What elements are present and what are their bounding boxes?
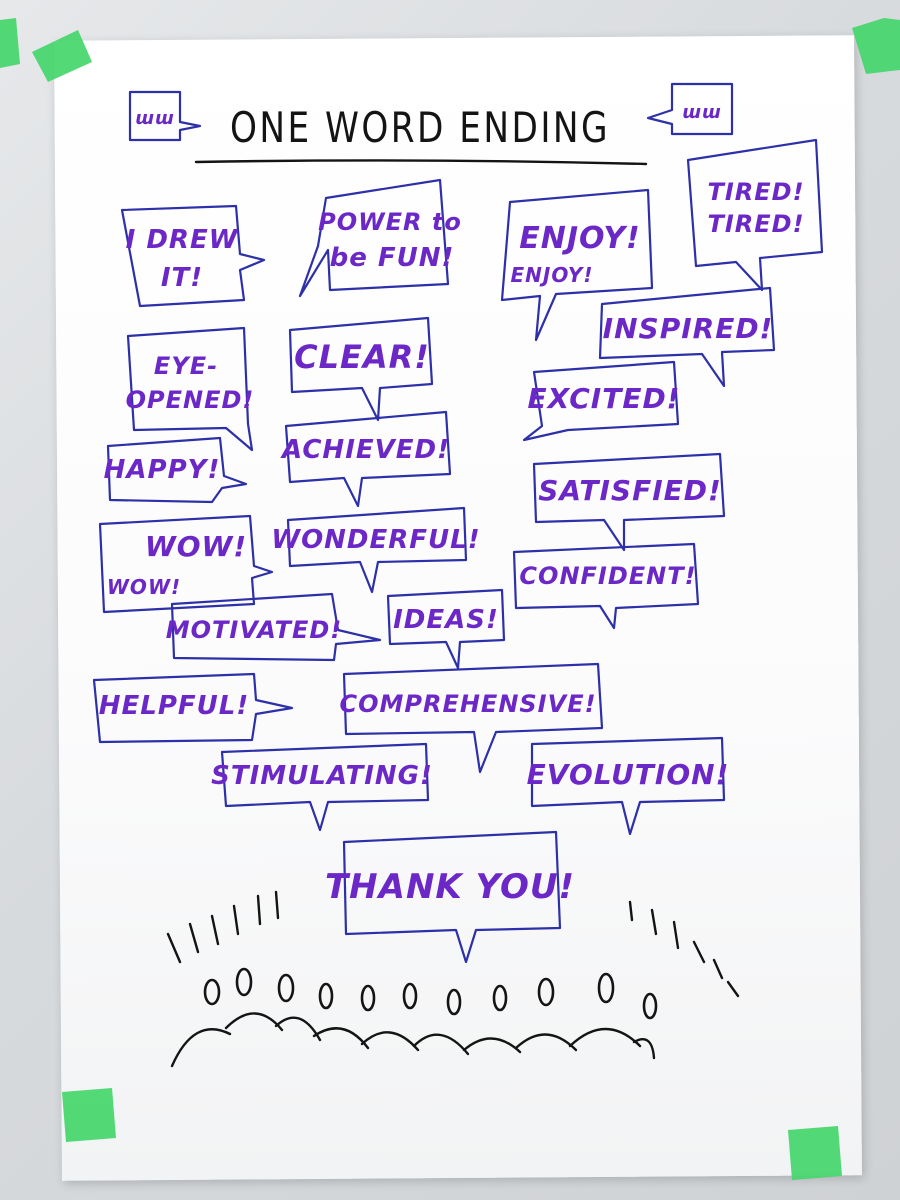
speech-bubble-outline bbox=[522, 360, 680, 442]
bubble-happy: HAPPY! bbox=[104, 436, 248, 504]
bubble-satisfied: SATISFIED! bbox=[532, 452, 726, 552]
tape-top-left-edge bbox=[0, 18, 20, 68]
cheer-marks-icon bbox=[166, 890, 740, 998]
speech-bubble-outline bbox=[92, 672, 294, 744]
speech-bubble-outline bbox=[686, 138, 824, 292]
response-word: THANK YOU! bbox=[325, 867, 575, 907]
response-word: EVOLUTION! bbox=[527, 758, 730, 791]
speech-bubble-outline bbox=[98, 514, 274, 614]
bubble-achieved: ACHIEVED! bbox=[280, 410, 452, 508]
bubble-eye-opened: EYE- OPENED! bbox=[126, 326, 255, 452]
speech-bubble-outline bbox=[500, 188, 654, 342]
page-title: ONE WORD ENDING bbox=[230, 103, 610, 152]
bubble-evolution: EVOLUTION! bbox=[527, 736, 730, 836]
bubble-power: POWER to be FUN! bbox=[298, 178, 462, 298]
response-word: TIRED! bbox=[707, 178, 804, 206]
speech-bubble-outline bbox=[106, 436, 248, 504]
bubble-confident: CONFIDENT! bbox=[512, 542, 700, 630]
response-word: INSPIRED! bbox=[603, 312, 774, 345]
bubble-wonderful: WONDERFUL! bbox=[271, 506, 480, 594]
audience-crowd-icon bbox=[170, 967, 658, 1068]
tape-pieces bbox=[0, 18, 900, 1180]
speech-bubble-outline bbox=[120, 204, 266, 308]
response-word: IDEAS! bbox=[393, 605, 499, 635]
bubble-inspired: INSPIRED! bbox=[598, 286, 776, 388]
bubble-comprehensive: COMPREHENSIVE! bbox=[339, 662, 604, 774]
response-word: WOW! bbox=[145, 530, 247, 563]
response-word: CONFIDENT! bbox=[519, 562, 696, 590]
response-word: HAPPY! bbox=[104, 455, 221, 485]
bubble-wow: WOW! WOW! bbox=[98, 514, 274, 614]
response-word: be FUN! bbox=[330, 243, 455, 273]
response-word: CLEAR! bbox=[294, 338, 430, 376]
response-word: POWER to bbox=[318, 208, 462, 236]
response-word: IT! bbox=[161, 263, 203, 293]
bubble-thank-you: THANK YOU! bbox=[325, 830, 575, 964]
speech-bubble-outline bbox=[220, 742, 430, 832]
tape-bottom-right bbox=[788, 1126, 842, 1180]
bubble-excited: EXCITED! bbox=[522, 360, 681, 442]
tape-top-right bbox=[852, 18, 900, 74]
speech-bubble-outline bbox=[288, 316, 434, 422]
speech-bubble-outline bbox=[342, 662, 604, 774]
response-word: ENJOY! bbox=[511, 263, 594, 287]
speech-bubble-outline bbox=[286, 506, 468, 594]
speech-bubble-icon bbox=[646, 82, 734, 136]
response-word: HELPFUL! bbox=[99, 691, 249, 721]
bubble-i-drew-it: I DREW IT! bbox=[120, 204, 266, 308]
tape-bottom-left bbox=[62, 1088, 116, 1142]
response-word: TIRED! bbox=[707, 210, 804, 238]
tape-top-left bbox=[32, 30, 92, 82]
bubble-helpful: HELPFUL! bbox=[92, 672, 294, 744]
bubble-ideas: IDEAS! bbox=[386, 588, 506, 670]
speech-bubble-outline bbox=[342, 830, 562, 964]
speech-bubble-icon-mark-right: ɯɯ bbox=[682, 102, 722, 123]
speech-bubble-outline bbox=[512, 542, 700, 630]
bubble-enjoy: ENJOY! ENJOY! bbox=[500, 188, 654, 342]
speech-bubble-outline bbox=[386, 588, 506, 670]
response-word: WOW! bbox=[107, 575, 181, 599]
speech-bubble-outline bbox=[170, 592, 382, 662]
speech-bubble-icon-mark-left: ɯɯ bbox=[135, 108, 175, 129]
response-word: SATISFIED! bbox=[538, 474, 722, 507]
response-word: I DREW bbox=[126, 225, 239, 255]
bubble-tired: TIRED! TIRED! bbox=[686, 138, 824, 292]
speech-bubble-outline bbox=[284, 410, 452, 508]
response-word: STIMULATING! bbox=[211, 761, 433, 791]
response-word: ENJOY! bbox=[519, 221, 641, 256]
speech-bubble-outline bbox=[532, 452, 726, 552]
response-word: WONDERFUL! bbox=[271, 525, 480, 555]
response-word: MOTIVATED! bbox=[166, 616, 342, 644]
bubble-stimulating: STIMULATING! bbox=[211, 742, 433, 832]
response-word: OPENED! bbox=[126, 386, 255, 414]
response-word: ACHIEVED! bbox=[280, 435, 450, 465]
speech-bubble-outline bbox=[598, 286, 776, 388]
speech-bubble-outline bbox=[126, 326, 254, 452]
response-word: COMPREHENSIVE! bbox=[339, 690, 596, 718]
title-group: ɯɯ ɯɯ ONE WORD ENDING bbox=[128, 82, 734, 166]
title-underline bbox=[194, 159, 648, 166]
bubble-clear: CLEAR! bbox=[288, 316, 434, 422]
speech-bubble-outline bbox=[298, 178, 450, 298]
bubble-motivated: MOTIVATED! bbox=[166, 592, 382, 662]
speech-bubble-icon bbox=[128, 90, 202, 142]
response-word: EXCITED! bbox=[528, 382, 681, 415]
response-word: EYE- bbox=[154, 352, 218, 380]
speech-bubble-outline bbox=[530, 736, 726, 836]
